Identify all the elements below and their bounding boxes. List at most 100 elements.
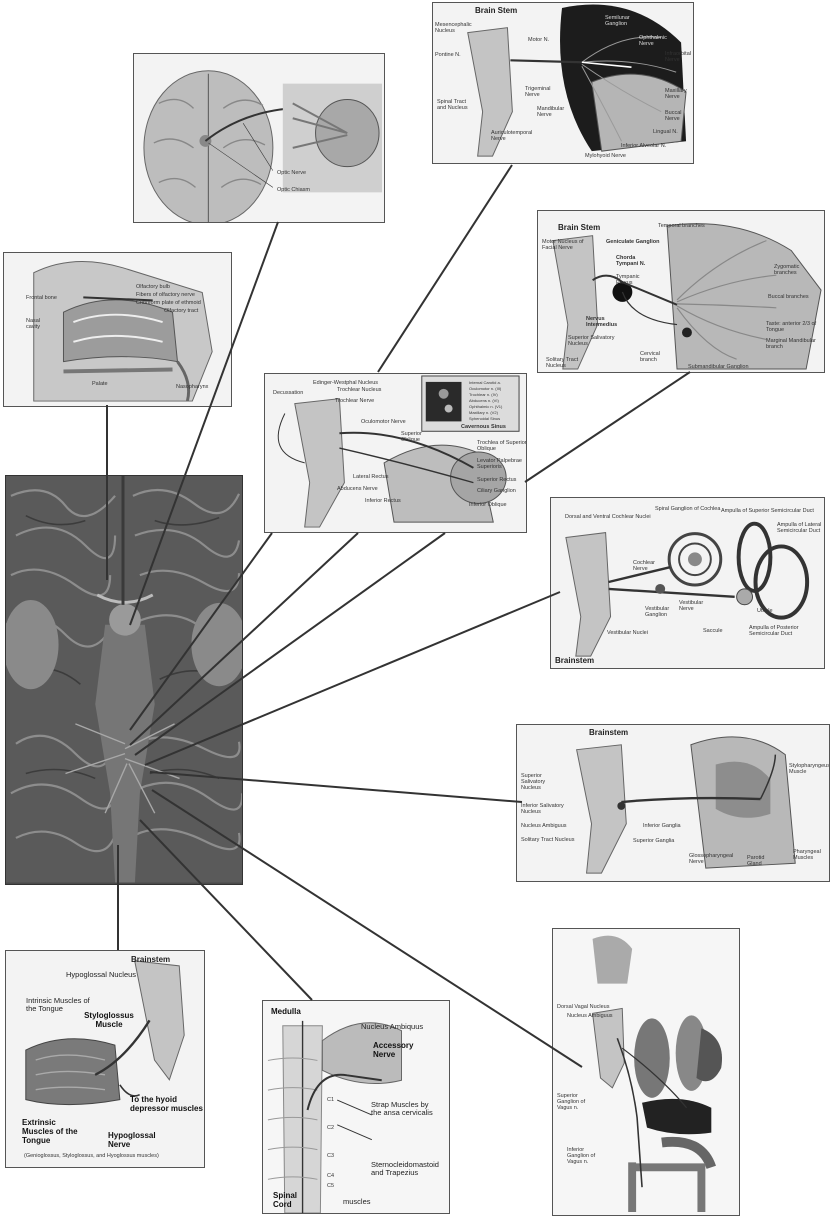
label-olfactory-tract: Olfactory tract (164, 308, 199, 314)
panel-optic-nerve: Optic Nerve Optic Chiasm (133, 53, 385, 223)
label-nasopharynx: Nasopharynx (176, 384, 209, 390)
label-nervus-intermedius: Nervus Intermedius (586, 316, 618, 328)
segment-c3: C3 (327, 1153, 335, 1159)
label-superior-salivatory-glosso: Superior Salivatory Nucleus (521, 773, 546, 791)
panel-vagus-nerve: Dorsal Vagal Nucleus Nucleus Ambiguus Su… (552, 928, 740, 1216)
panel-oculomotor-nerves: Decussation Edinger-Westphal Nucleus Tro… (264, 373, 527, 533)
label-optic-nerve: Optic Nerve (277, 170, 307, 176)
label-hypoglossal-nucleus: Hypoglossal Nucleus (66, 970, 137, 979)
label-superior-rectus: Superior Rectus (477, 477, 517, 483)
inset-label-maxillary: Maxillary n. (V2) (469, 410, 498, 415)
label-cochlear-nuclei: Dorsal and Ventral Cochlear Nuclei (565, 514, 651, 520)
panel-facial-nerve: Brain Stem Motor Nucleus of Facial Nerve… (537, 210, 825, 373)
label-levator-palpebrae: Levator Palpebrae Superioris (477, 458, 522, 470)
brain-base-photo (5, 475, 243, 885)
glossopharyngeal-header: Brainstem (589, 728, 629, 737)
label-ophthalmic-nerve: Ophthalmic Nerve (639, 35, 667, 47)
segment-c4: C4 (327, 1173, 335, 1179)
label-pharyngeal-muscles: Pharyngeal Muscles (793, 849, 821, 861)
label-vestibular-nuclei: Vestibular Nuclei (607, 630, 648, 636)
label-submandibular-ganglion: Submandibular Ganglion (688, 364, 749, 370)
panel-accessory-nerve: Medulla Nucleus Ambiquus Accessory Nerve… (262, 1000, 450, 1214)
label-spiral-ganglion: Spiral Ganglion of Cochlea (655, 506, 721, 512)
label-motor-nucleus-facial: Motor Nucleus of Facial Nerve (542, 239, 584, 251)
label-semilunar-ganglion: Semilunar Ganglion (605, 15, 630, 27)
label-inferior-rectus: Inferior Rectus (365, 498, 401, 504)
label-chorda-tympani: Chorda Tympani N. (616, 255, 646, 267)
label-oculomotor-nerve: Oculomotor Nerve (361, 419, 406, 425)
label-stylopharyngeus: Stylopharyngeus Muscle (789, 763, 830, 775)
facial-header: Brain Stem (558, 223, 601, 232)
label-palate: Palate (92, 381, 108, 387)
hypoglossal-footnote: (Genioglossus, Styloglossus, and Hyoglos… (24, 1153, 159, 1159)
label-accessory-nerve: Accessory Nerve (373, 1041, 414, 1059)
label-cribriform-plate: Cribriform plate of ethmoid (136, 300, 201, 306)
label-taste-anterior-tongue: Taste: anterior 2/3 of Tongue (766, 321, 817, 333)
label-olfactory-bulb: Olfactory bulb (136, 284, 170, 290)
inset-label-trochlear: Trochlear n. (IV) (469, 392, 498, 397)
segment-c1: C1 (327, 1097, 335, 1103)
label-vestibular-nerve: Vestibular Nerve (679, 600, 704, 612)
label-tympanic-plexus: Tympanic Plexus (616, 274, 640, 286)
label-frontal-bone: Frontal bone (26, 295, 57, 301)
panel-vestibulocochlear-nerve: Dorsal and Ventral Cochlear Nuclei Spira… (550, 497, 825, 669)
label-nucleus-ambiquus-accessory: Nucleus Ambiquus (361, 1022, 424, 1031)
label-cochlear-nerve: Cochlear Nerve (633, 560, 656, 572)
label-infraorbital-nerve: Infraorbital Nerve (665, 51, 691, 63)
inset-label-oculomotor: Oculomotor n. (III) (469, 386, 502, 391)
label-mesencephalic-nucleus: Mesencephalic Nucleus (435, 22, 472, 34)
label-extrinsic-muscles: Extrinsic Muscles of the Tongue (22, 1118, 78, 1145)
label-superior-ganglia: Superior Ganglia (633, 838, 675, 844)
label-parotid-gland: Parotid Gland (747, 855, 765, 867)
panel-hypoglossal-nerve: Brainstem Hypoglossal Nucleus Intrinsic … (5, 950, 205, 1168)
label-mandibular-nerve: Mandibular Nerve (537, 106, 565, 118)
label-optic-chiasm: Optic Chiasm (277, 187, 311, 193)
panel-trigeminal-nerve: Brain Stem Mesencephalic Nucleus Pontine… (432, 2, 694, 164)
label-cervical-branch: Cervical branch (640, 351, 660, 363)
label-strap-muscles: Strap Muscles by the ansa cervicalis (371, 1100, 433, 1117)
inset-label-ophthalmic: Ophthalmic n. (V1) (469, 404, 503, 409)
label-saccule: Saccule (703, 628, 723, 634)
label-ciliary-ganglion: Ciliary Ganglion (477, 488, 516, 494)
label-abducens-nerve: Abducens Nerve (337, 486, 378, 492)
inset-label-sphenoidal-sinus: Sphenoidal Sinus (469, 416, 501, 421)
label-inferior-oblique: Inferior Oblique (469, 502, 507, 508)
label-superior-oblique: Superior Oblique (401, 431, 422, 443)
label-vestibular-ganglion: Vestibular Ganglion (645, 606, 670, 618)
label-medulla: Medulla (271, 1007, 301, 1016)
label-olfactory-fibers: Fibers of olfactory nerve (136, 292, 195, 298)
label-inferior-ganglia: Inferior Ganglia (643, 823, 681, 829)
inset-label-internal-carotid: Internal Carotid a. (469, 380, 501, 385)
label-decussation: Decussation (273, 390, 304, 396)
label-trochlea-superior-oblique: Trochlea of Superior Oblique (477, 440, 527, 452)
panel-olfactory-nerve: Frontal bone Olfactory bulb Fibers of ol… (3, 252, 232, 407)
label-ampulla-posterior: Ampulla of Posterior Semicircular Duct (749, 625, 799, 637)
label-sternocleidomastoid: Sternocleidomastoid and Trapezius (371, 1160, 439, 1177)
label-auriculotemporal-nerve: Auriculotemporal Nerve (491, 130, 533, 142)
vestibulocochlear-header: Brainstem (555, 656, 595, 665)
label-pontine-n: Pontine N. (435, 52, 461, 58)
label-hypoglossal-nerve: Hypoglossal Nerve (108, 1131, 156, 1149)
label-muscles: muscles (343, 1197, 371, 1206)
label-temporal-branches: Temporal branches (658, 223, 705, 229)
inset-title-cavernous-sinus: Cavernous Sinus (461, 424, 506, 430)
label-nucleus-ambiguus-vagus: Nucleus Ambiguus (567, 1013, 613, 1019)
label-solitary-tract-facial: Solitary Tract Nucleus (546, 357, 579, 369)
label-intrinsic-muscles: Intrinsic Muscles of the Tongue (26, 996, 90, 1013)
segment-c2: C2 (327, 1125, 335, 1131)
label-spinal-cord: Spinal Cord (273, 1191, 298, 1209)
label-marginal-mandibular: Marginal Mandibular branch (766, 338, 816, 350)
label-nasal-cavity: Nasal cavity (26, 318, 41, 330)
label-spinal-tract: Spinal Tract and Nucleus (437, 99, 468, 111)
label-zygomatic-branches: Zygomatic branches (774, 264, 800, 276)
label-utricle: Utricle (757, 608, 773, 614)
label-glossopharyngeal-nerve: Glossopharyngeal Nerve (689, 853, 734, 865)
label-inferior-salivatory: Inferior Salivatory Nucleus (521, 803, 564, 815)
panel-glossopharyngeal-nerve: Brainstem Superior Salivatory Nucleus In… (516, 724, 830, 882)
label-mylohyoid-nerve: Mylohyoid Nerve (585, 153, 626, 159)
connector-facial (524, 371, 691, 483)
connector-trigeminal (377, 164, 513, 373)
label-nucleus-ambiguus-glosso: Nucleus Ambiguus (521, 823, 567, 829)
hypoglossal-header: Brainstem (131, 955, 171, 964)
label-maxillary-nerve: Maxillary Nerve (665, 88, 687, 100)
